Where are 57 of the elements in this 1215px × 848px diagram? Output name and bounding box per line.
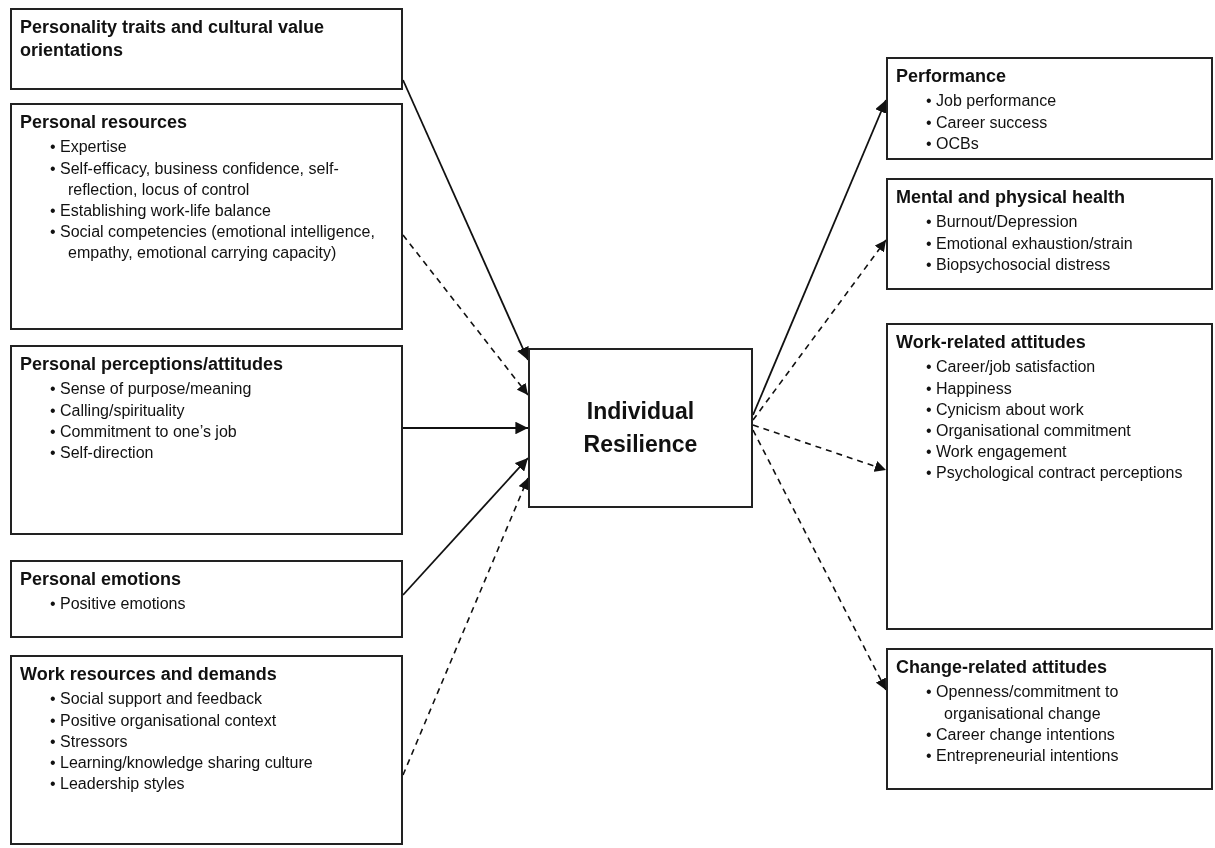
box-heading: Personal emotions bbox=[20, 568, 182, 591]
bullet-item: • Positive emotions bbox=[50, 594, 186, 615]
arrow bbox=[402, 234, 529, 396]
bullet-item: • Emotional exhaustion/strain bbox=[926, 233, 1133, 254]
bullet-item: • Job performance bbox=[926, 91, 1057, 112]
bullet-item: • Social competencies (emotional intelligence, empathy, emotional carrying capacity) bbox=[50, 221, 376, 263]
bullet-item: • Expertise bbox=[50, 137, 128, 158]
arrow bbox=[402, 79, 529, 361]
bullet-item: • Self-efficacy, business confidence, self-reflection, locus of control bbox=[50, 158, 340, 200]
box-heading: Performance bbox=[896, 65, 1007, 88]
box-heading: Personal perceptions/attitudes bbox=[20, 353, 284, 376]
factor-box bbox=[886, 323, 1213, 630]
factor-box bbox=[886, 57, 1213, 160]
arrow bbox=[752, 239, 887, 421]
bullet-item: • Organisational commitment bbox=[926, 420, 1131, 441]
box-heading: Work-related attitudes bbox=[896, 331, 1086, 354]
bullet-item: • Biopsychosocial distress bbox=[926, 254, 1111, 275]
box-heading: Personality traits and cultural value orientations bbox=[20, 16, 326, 63]
factor-box bbox=[886, 648, 1213, 790]
box-heading: Work resources and demands bbox=[20, 663, 277, 686]
arrow bbox=[402, 421, 529, 435]
bullet-item: • Psychological contract perceptions bbox=[926, 462, 1183, 483]
bullet-item: • Openness/commitment to organisational change bbox=[926, 682, 1120, 724]
box-heading: Personal resources bbox=[20, 111, 188, 134]
bullet-item: • Social support and feedback bbox=[50, 689, 262, 710]
arrow bbox=[402, 457, 529, 596]
factor-box bbox=[10, 103, 403, 330]
bullet-item: • Career success bbox=[926, 112, 1048, 133]
bullet-item: • Happiness bbox=[926, 378, 1013, 399]
box-heading: Mental and physical health bbox=[896, 186, 1126, 209]
factor-box bbox=[10, 655, 403, 845]
bullet-item: • Self-direction bbox=[50, 442, 154, 463]
bullet-item: • Sense of purpose/meaning bbox=[50, 379, 252, 400]
arrow bbox=[752, 424, 887, 472]
bullet-item: • Burnout/Depression bbox=[926, 212, 1079, 233]
bullet-item: • Calling/spirituality bbox=[50, 400, 186, 421]
box-heading: Individual Resilience bbox=[582, 396, 699, 459]
factor-box bbox=[886, 178, 1213, 290]
arrow bbox=[752, 429, 887, 691]
bullet-item: • Career change intentions bbox=[926, 724, 1115, 745]
bullet-item: • Work engagement bbox=[926, 441, 1067, 462]
bullet-item: • Career/job satisfaction bbox=[926, 357, 1096, 378]
bullet-item: • Entrepreneurial intentions bbox=[926, 745, 1119, 766]
bullet-item: • Positive organisational context bbox=[50, 710, 277, 731]
bullet-item: • Cynicism about work bbox=[926, 399, 1084, 420]
bullet-item: • Stressors bbox=[50, 731, 129, 752]
arrow bbox=[752, 99, 887, 416]
central-box bbox=[528, 348, 753, 508]
factor-box bbox=[10, 560, 403, 638]
factor-box bbox=[10, 345, 403, 535]
bullet-item: • OCBs bbox=[926, 133, 980, 154]
bullet-item: • Establishing work-life balance bbox=[50, 200, 271, 221]
bullet-item: • Commitment to one’s job bbox=[50, 421, 237, 442]
factor-box bbox=[10, 8, 403, 90]
bullet-item: • Leadership styles bbox=[50, 773, 185, 794]
bullet-item: • Learning/knowledge sharing culture bbox=[50, 752, 313, 773]
box-heading: Change-related attitudes bbox=[896, 656, 1108, 679]
